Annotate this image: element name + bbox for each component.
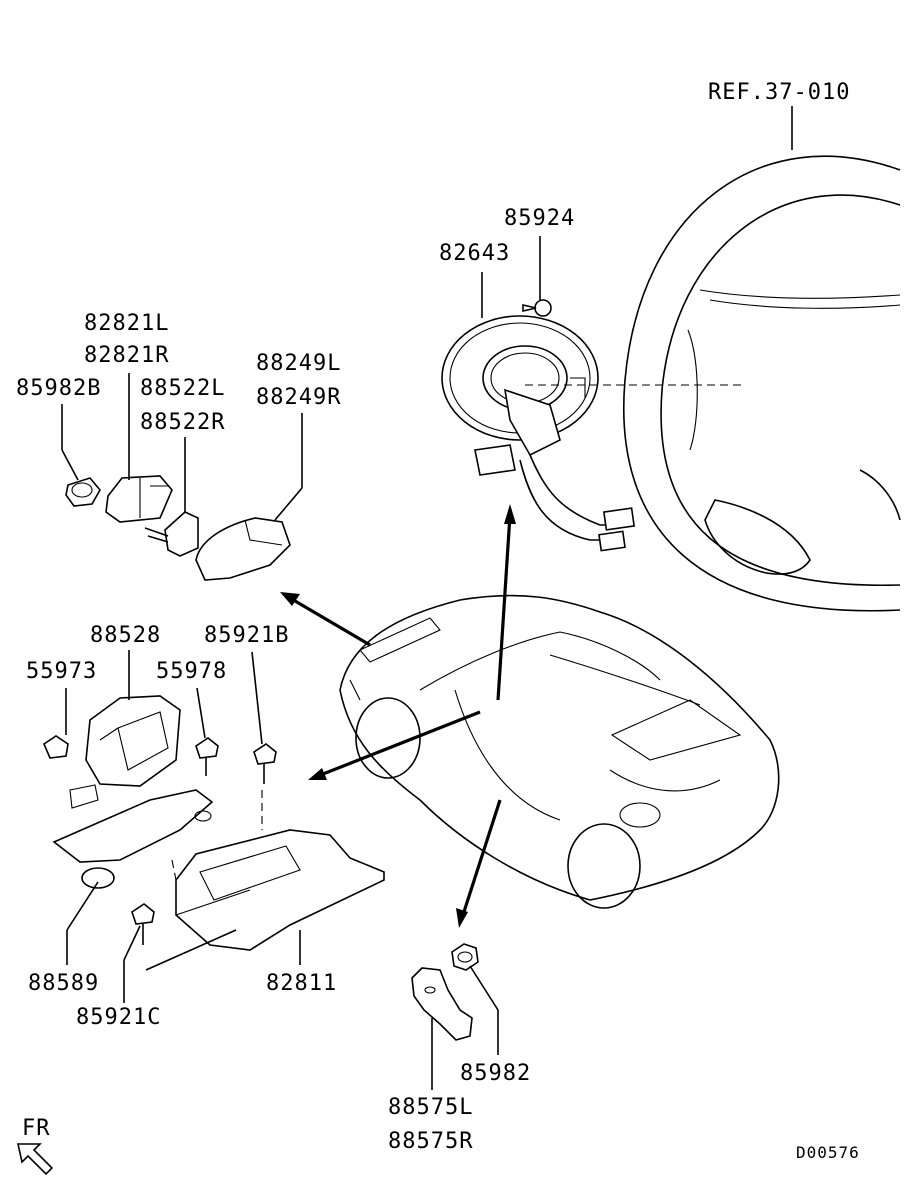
label-82821R: 82821R bbox=[84, 343, 169, 368]
arrow-to-side-sensor bbox=[280, 592, 371, 647]
leader-85921C-b bbox=[123, 925, 141, 961]
steering-wheel bbox=[623, 155, 901, 612]
label-88249L: 88249L bbox=[256, 351, 341, 376]
leader-85921C-c bbox=[145, 929, 237, 971]
bracket-88589 bbox=[52, 784, 214, 889]
label-88589: 88589 bbox=[28, 971, 99, 996]
label-fr: FR bbox=[22, 1116, 51, 1141]
label-88522R: 88522R bbox=[140, 410, 225, 435]
control-unit-82811 bbox=[171, 790, 385, 951]
diagram-code: D00576 bbox=[796, 1143, 860, 1162]
arrow-to-rear-sensor bbox=[456, 799, 502, 928]
arrow-to-control-unit bbox=[308, 710, 481, 780]
leader-85982-b bbox=[469, 965, 499, 1011]
leader-85921B bbox=[251, 651, 263, 745]
cover-88249 bbox=[195, 517, 291, 581]
label-ref: REF.37-010 bbox=[708, 80, 850, 105]
leader-85982B-b bbox=[61, 449, 79, 481]
front-direction-arrow-icon bbox=[17, 1143, 54, 1176]
sensor-88528 bbox=[85, 695, 181, 787]
label-88528: 88528 bbox=[90, 623, 161, 648]
screw-85924 bbox=[522, 299, 552, 317]
label-85924: 85924 bbox=[504, 206, 575, 231]
label-82643: 82643 bbox=[439, 241, 510, 266]
label-88575L: 88575L bbox=[388, 1095, 473, 1120]
label-82821L: 82821L bbox=[84, 311, 169, 336]
label-85921C: 85921C bbox=[76, 1005, 161, 1030]
leader-55978 bbox=[196, 687, 206, 739]
nut-85982 bbox=[451, 943, 479, 971]
leader-88249-b bbox=[274, 487, 303, 521]
car-body bbox=[339, 594, 780, 909]
label-85982: 85982 bbox=[460, 1061, 531, 1086]
label-88522L: 88522L bbox=[140, 376, 225, 401]
sensor-82821 bbox=[105, 475, 173, 523]
bolt-85921C bbox=[131, 903, 155, 945]
sensor-88575 bbox=[411, 967, 473, 1041]
label-85982B: 85982B bbox=[16, 376, 101, 401]
nut-55973 bbox=[43, 735, 69, 759]
clock-spring bbox=[441, 315, 745, 552]
bolt-85921B bbox=[253, 743, 277, 784]
label-55978: 55978 bbox=[156, 659, 227, 684]
label-55973: 55973 bbox=[26, 659, 97, 684]
leader-88589-b bbox=[66, 881, 99, 931]
label-88249R: 88249R bbox=[256, 385, 341, 410]
label-88575R: 88575R bbox=[388, 1129, 473, 1154]
arrow-to-clock-spring bbox=[496, 504, 516, 701]
nut-85982B bbox=[65, 477, 101, 507]
label-82811: 82811 bbox=[266, 971, 337, 996]
bolt-55978 bbox=[195, 737, 219, 776]
label-85921B: 85921B bbox=[204, 623, 289, 648]
